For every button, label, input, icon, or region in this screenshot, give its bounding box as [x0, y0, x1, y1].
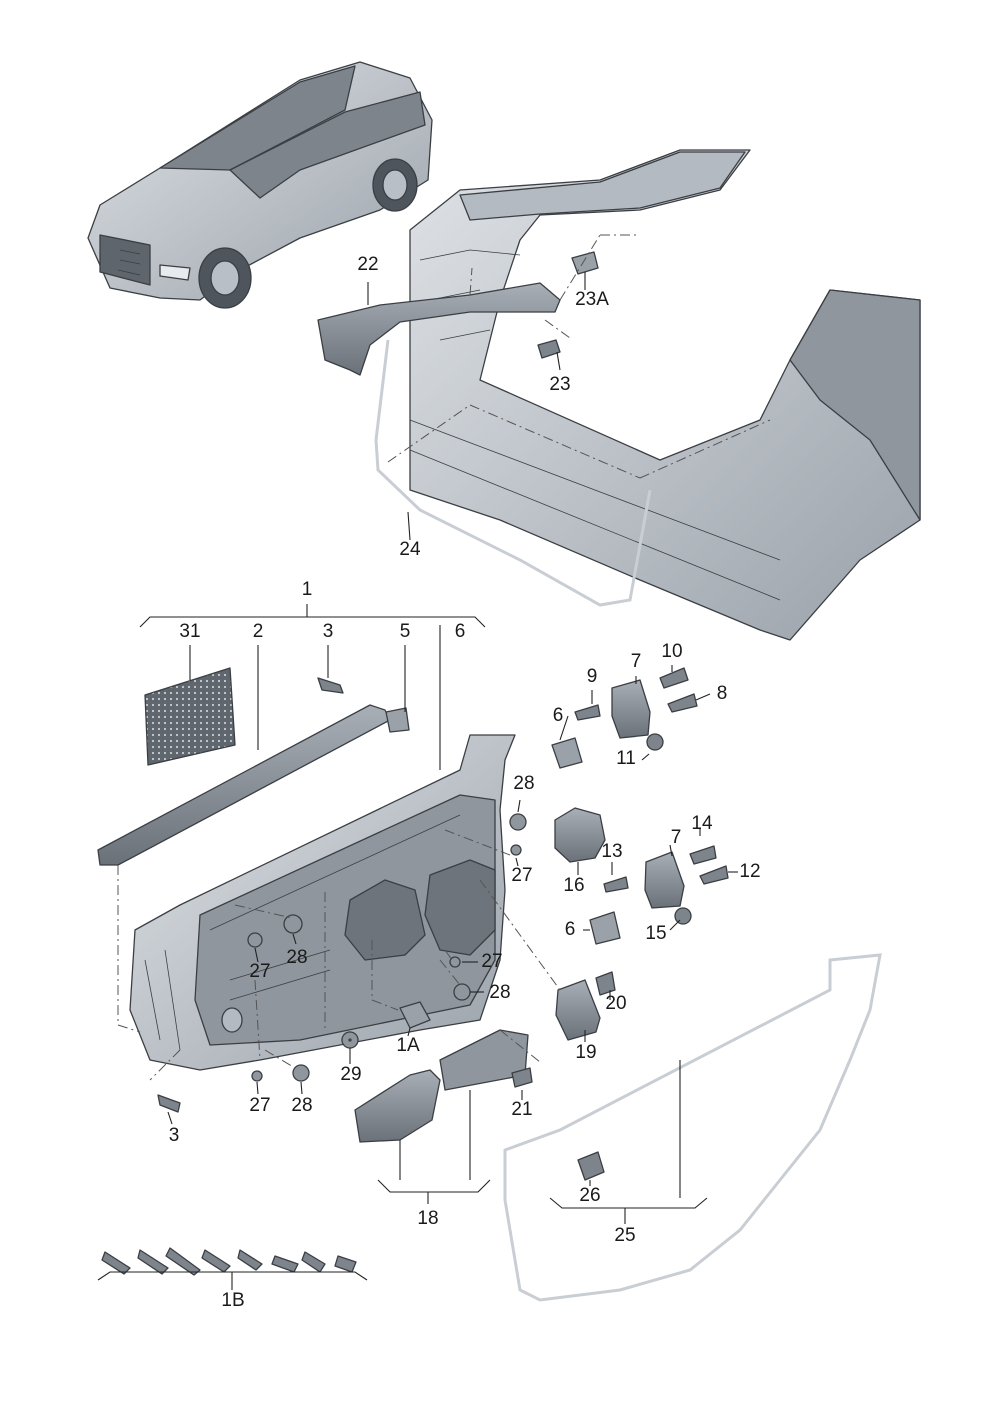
leader-lines — [97, 272, 738, 1290]
part-6-bracket-lower — [589, 911, 621, 945]
callout-27-a: 27 — [511, 865, 532, 886]
part-7-hinge-lower — [644, 851, 685, 909]
part-20-screw — [595, 971, 616, 996]
callout-23a: 23A — [575, 289, 609, 310]
callout-6-upper: 6 — [553, 705, 564, 726]
callout-25: 25 — [614, 1225, 635, 1246]
callout-27-b: 27 — [249, 961, 270, 982]
callout-26: 26 — [579, 1185, 600, 1206]
callout-29: 29 — [340, 1064, 361, 1085]
callout-28-a: 28 — [513, 773, 534, 794]
callout-27-d: 27 — [249, 1095, 270, 1116]
callout-24: 24 — [399, 539, 421, 560]
callout-6-lower: 6 — [565, 919, 576, 940]
callout-31: 31 — [179, 621, 200, 642]
dash-dot-guide-lines — [117, 234, 771, 1081]
callout-20: 20 — [605, 993, 626, 1014]
door-shell — [129, 734, 516, 1071]
callout-23: 23 — [549, 374, 570, 395]
part-31-sound-pad — [144, 667, 236, 766]
part-16-cover — [554, 807, 606, 863]
part-21-screw — [511, 1067, 533, 1088]
part-29-plug-marker — [348, 1038, 352, 1042]
callout-13: 13 — [601, 841, 622, 862]
part-26-clip — [577, 1151, 605, 1181]
part-3-screw-lower — [157, 1094, 181, 1113]
callout-1b: 1B — [221, 1290, 244, 1311]
callout-5: 5 — [400, 621, 411, 642]
callout-27-c: 27 — [481, 951, 502, 972]
part-1a-plug — [399, 1001, 431, 1029]
part-1b-fastener-set — [101, 1247, 357, 1276]
callout-14: 14 — [691, 813, 713, 834]
callout-12: 12 — [739, 861, 760, 882]
part-18-door-handle — [354, 1069, 441, 1143]
callout-21: 21 — [511, 1099, 532, 1120]
callout-9: 9 — [587, 666, 598, 687]
callout-28-c: 28 — [489, 982, 510, 1003]
callout-7-lower: 7 — [671, 827, 682, 848]
callout-16: 16 — [563, 875, 584, 896]
body-side-panel — [409, 149, 921, 641]
callout-1a: 1A — [396, 1035, 420, 1056]
callout-15: 15 — [645, 923, 666, 944]
part-6-bracket-upper — [551, 737, 583, 769]
callout-10: 10 — [661, 641, 682, 662]
callout-8: 8 — [717, 683, 728, 704]
car-overview-illustration — [87, 61, 433, 309]
callout-18: 18 — [417, 1208, 438, 1229]
grommets — [247, 813, 527, 1082]
part-3-screw-upper — [317, 677, 344, 694]
callout-1: 1 — [302, 579, 313, 600]
part-19-handle-housing — [555, 979, 601, 1041]
part-18-handle-bracket — [439, 1029, 529, 1091]
part-5-clip — [385, 707, 410, 733]
callout-28-d: 28 — [291, 1095, 312, 1116]
callout-3-top: 3 — [323, 621, 334, 642]
callout-7-upper: 7 — [631, 651, 642, 672]
callout-19: 19 — [575, 1042, 596, 1063]
hinge-bolts — [574, 667, 729, 925]
part-7-hinge-upper — [611, 679, 651, 739]
callout-22: 22 — [357, 254, 378, 275]
callout-2: 2 — [253, 621, 264, 642]
callout-labels: 22 23A 23 24 1 31 2 3 5 6 9 7 10 8 6 11 … — [169, 254, 761, 1311]
callout-6-bracket: 6 — [455, 621, 466, 642]
part-23-screw — [537, 339, 561, 359]
callout-3-bottom: 3 — [169, 1125, 180, 1146]
callout-11: 11 — [616, 748, 636, 769]
callout-28-b: 28 — [286, 947, 307, 968]
part-23a-clip — [571, 251, 599, 275]
